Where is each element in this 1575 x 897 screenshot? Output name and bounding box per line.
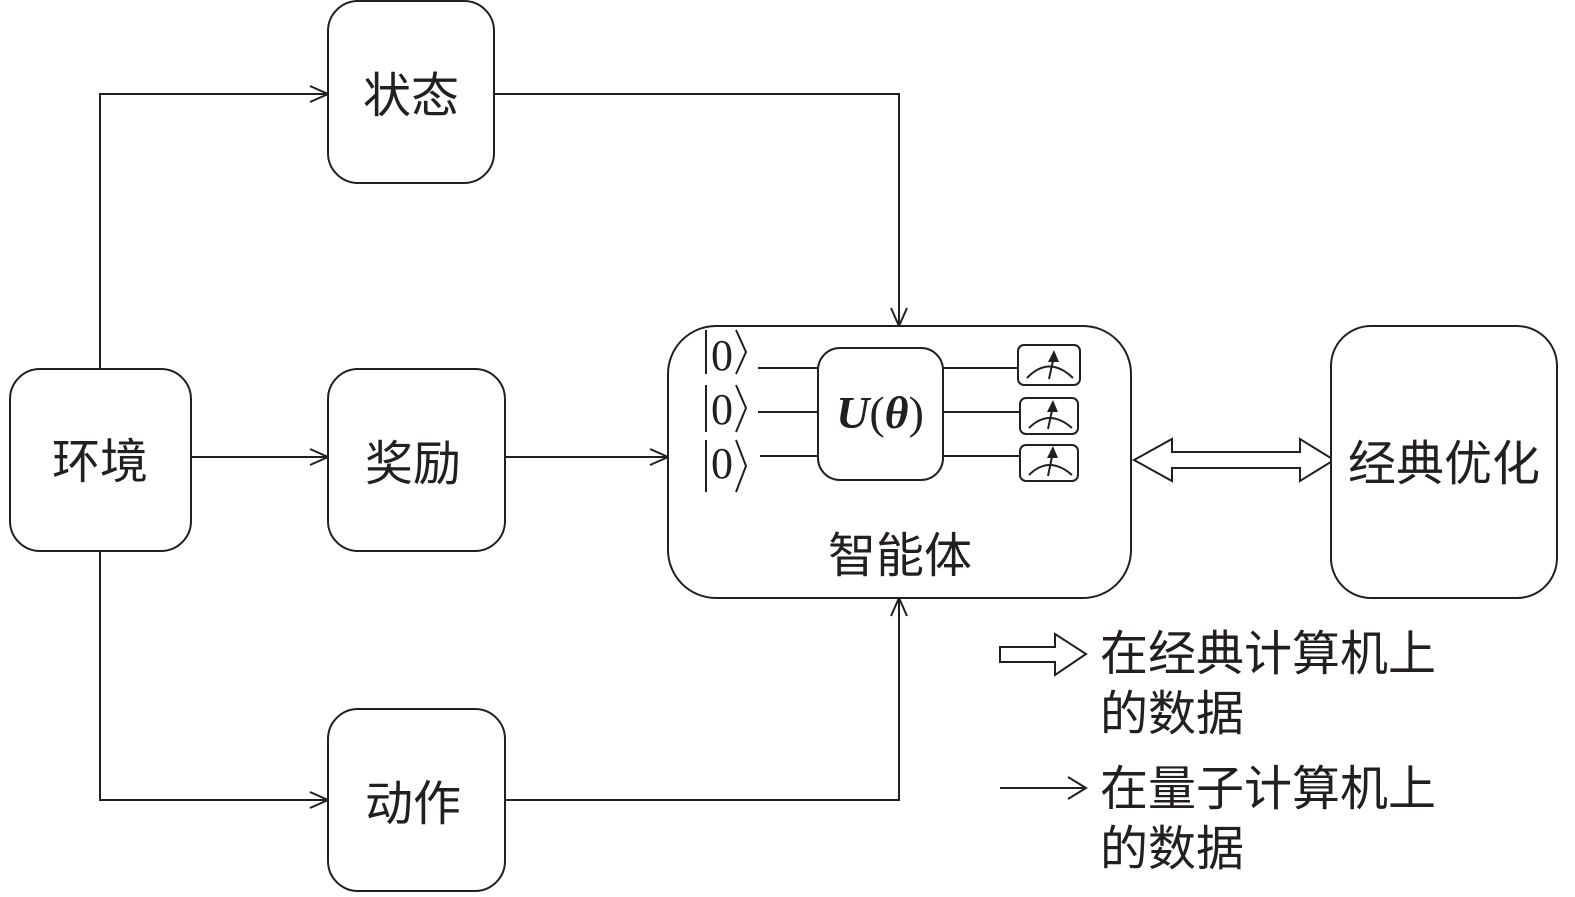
meter-icon [1019,397,1079,435]
node-reward[interactable]: 奖励 [327,368,506,552]
edge-action-to-agent [505,598,899,801]
node-state[interactable]: 状态 [327,0,495,184]
meter-icon [1017,344,1081,386]
edge-state-to-agent [494,93,899,326]
ket-0: 0 [705,329,748,380]
legend-quantum-line1: 在量子计算机上 [1100,761,1436,817]
connectors [99,93,899,801]
environment-label: 环境 [52,434,148,490]
edge-env-to-state [99,94,328,368]
state-label: 状态 [363,68,459,124]
action-box [327,708,506,892]
reward-label: 奖励 [365,436,461,492]
ket-value: 0 [711,385,733,434]
node-agent[interactable]: 0 0 0 U(θ) [667,325,1132,599]
node-action[interactable]: 动作 [327,708,506,892]
ket-value: 0 [711,331,733,380]
environment-box [9,368,192,552]
ket-1: 0 [705,384,748,434]
hollow-arrow-icon [999,632,1088,677]
line-arrow-icon [1000,776,1088,800]
legend-quantum-line2: 的数据 [1100,821,1244,877]
legend-item-classical: 在经典计算机上 的数据 [999,626,1436,742]
edge-agent-classical-optimization [1131,437,1336,483]
node-classical-optimization[interactable]: 经典优化 [1330,325,1558,599]
edge-env-to-action [99,551,328,800]
gate-label: U(θ) [836,387,924,438]
action-label: 动作 [365,776,461,832]
node-environment[interactable]: 环境 [9,368,192,552]
legend-item-quantum: 在量子计算机上 的数据 [1000,761,1436,877]
legend: 在经典计算机上 的数据 在量子计算机上 的数据 [999,626,1436,877]
state-box [327,0,495,184]
classical-optimization-label: 经典优化 [1348,436,1540,492]
gate-box [817,347,944,481]
ket-value: 0 [711,439,733,488]
qubit-kets: 0 0 0 [705,329,748,493]
legend-classical-line2: 的数据 [1100,686,1244,742]
unitary-gate[interactable]: U(θ) [817,347,944,481]
ket-2: 0 [705,439,748,493]
reward-box [327,368,506,552]
meter-icon [1019,444,1079,482]
legend-classical-line1: 在经典计算机上 [1100,626,1436,682]
agent-label: 智能体 [828,528,972,584]
classical-optimization-box [1330,325,1558,599]
